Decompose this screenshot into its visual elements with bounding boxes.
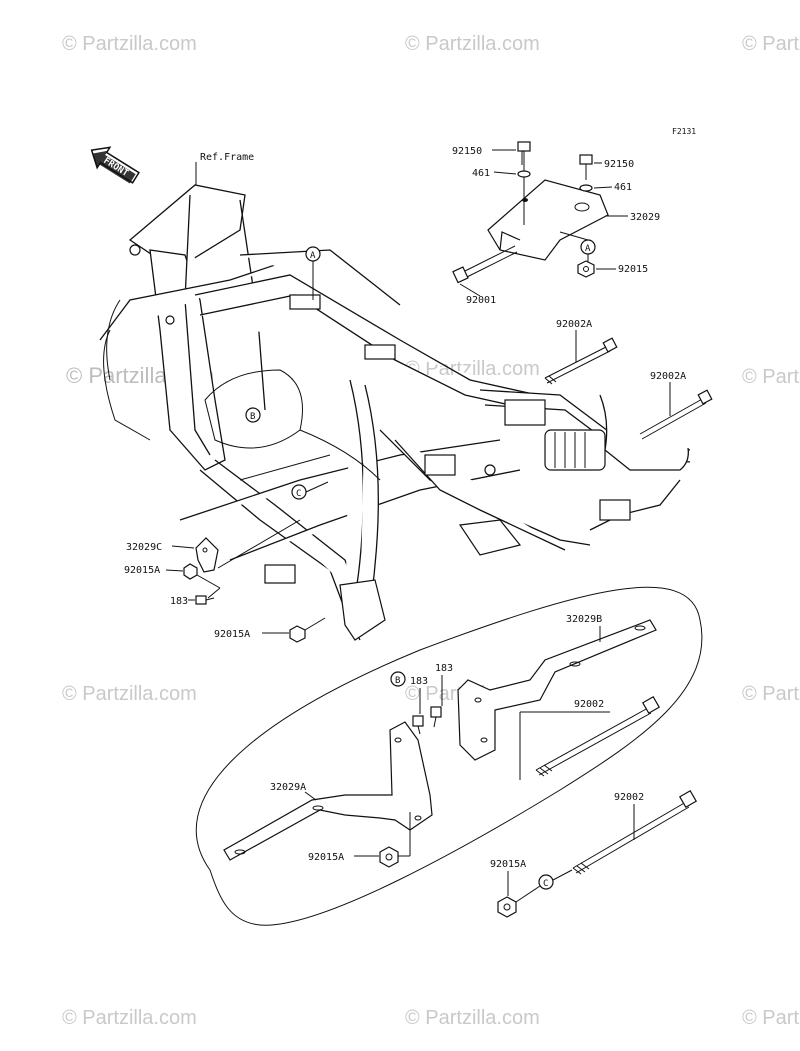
bolt-92150-icon [579, 154, 593, 180]
bolt-92002-icon [572, 789, 698, 875]
leader-line [304, 791, 317, 801]
leader-line [165, 569, 184, 572]
leader-line [196, 574, 221, 589]
bracket-32029a [223, 721, 433, 861]
part-label-92150: 92150 [604, 159, 634, 170]
watermark-text: © Partzilla.com [405, 33, 540, 55]
part-label-92015: 92015 [618, 264, 648, 275]
ref-frame-label: Ref.Frame [200, 152, 254, 163]
leader-line [207, 587, 221, 599]
bracket-32029b [457, 619, 657, 761]
callout-c-letter: C [296, 489, 301, 499]
leader-line [459, 283, 481, 297]
watermark-text: © Partzilla.com [742, 683, 800, 705]
detail-b-region [195, 586, 703, 926]
front-arrow-icon: FRONT [90, 146, 140, 184]
main-frame [99, 184, 691, 641]
leader-line [304, 617, 326, 631]
part-label-92002a: 92002A [556, 319, 592, 330]
callout-b-letter: B [395, 676, 400, 686]
part-label-92150: 92150 [452, 146, 482, 157]
nut-92015a-icon [183, 563, 198, 580]
callout-b-detail: B [390, 671, 406, 687]
callout-c: C [291, 481, 329, 500]
part-label-92015a: 92015A [214, 629, 250, 640]
watermarks: © Partzilla.com © Partzilla.com © Partzi… [62, 33, 800, 1029]
leader-line [171, 545, 195, 549]
watermark-text: © Partzilla.com [62, 1007, 197, 1029]
bolt-92002a-icon [639, 389, 713, 440]
leader-line [593, 186, 613, 189]
part-label-32029c: 32029C [126, 542, 162, 553]
nut-92015a-icon [379, 846, 399, 868]
callout-a-letter: A [310, 251, 316, 261]
part-label-92002a: 92002A [650, 371, 686, 382]
part-label-32029a: 32029A [270, 782, 306, 793]
part-label-92015a: 92015A [490, 859, 526, 870]
bolt-92150-icon [517, 141, 531, 225]
leader-line [493, 171, 517, 175]
callout-a-letter: A [585, 244, 591, 254]
part-label-92001: 92001 [466, 295, 496, 306]
bolt-183-icon [412, 715, 424, 735]
watermark-text: © Partzilla.com [62, 33, 197, 55]
callout-a-upper: A [559, 231, 596, 262]
watermark-text: © Partzilla.com [62, 683, 197, 705]
callout-a: A [305, 246, 321, 300]
part-label-32029b: 32029B [566, 614, 602, 625]
part-label-92015a: 92015A [308, 852, 344, 863]
callout-c-letter: C [543, 879, 548, 889]
nut-92015a-icon [289, 625, 306, 643]
callout-b-letter: B [250, 412, 255, 422]
callout-b: B [245, 407, 261, 423]
bolt-92002a-icon [544, 337, 618, 385]
part-label-183: 183 [410, 676, 428, 687]
washer-461-icon [517, 170, 593, 192]
bracket-32029c [195, 537, 219, 573]
part-label-183: 183 [435, 663, 453, 674]
part-label-92002: 92002 [574, 699, 604, 710]
nut-92015-icon [577, 260, 595, 278]
watermark-text: © Partzilla.com [742, 33, 800, 55]
figure-code: F2131 [672, 127, 696, 136]
bolt-92002-icon [535, 695, 661, 777]
bolt-183-icon [195, 595, 215, 605]
part-label-92015a: 92015A [124, 565, 160, 576]
bolt-92001-icon [452, 245, 518, 284]
bolt-183-icon [430, 706, 442, 728]
part-label-32029: 32029 [630, 212, 660, 223]
leader-line [217, 519, 301, 569]
part-label-461: 461 [614, 182, 632, 193]
part-label-183: 183 [170, 596, 188, 607]
bracket-32029 [487, 179, 609, 261]
part-label-461: 461 [472, 168, 490, 179]
callout-c-detail: C [515, 869, 573, 903]
part-label-92002: 92002 [614, 792, 644, 803]
watermark-text: © Partzilla.com [742, 366, 800, 388]
nut-92015a-icon [497, 896, 517, 918]
watermark-text: © Partzilla.com [405, 1007, 540, 1029]
watermark-text: © Partzilla.com [742, 1007, 800, 1029]
